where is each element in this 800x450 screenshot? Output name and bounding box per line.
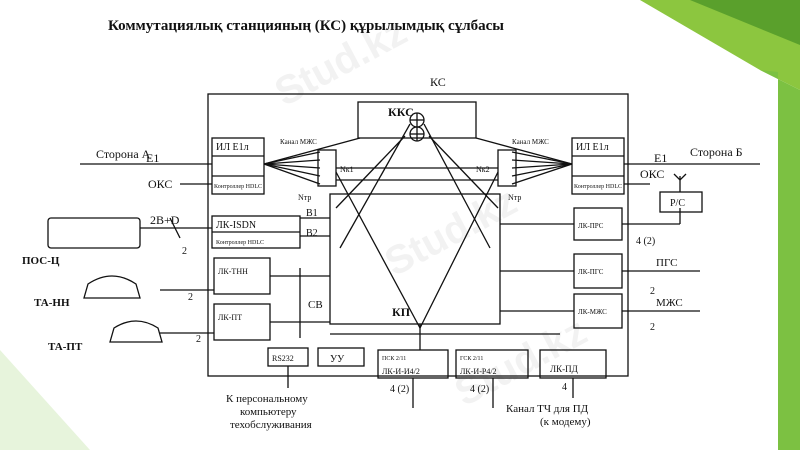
station-block-diagram: КС ККС КП Сторона А Сторона Б E1 E1 ОКС … bbox=[22, 75, 760, 431]
lk-pd-label: ЛК-ПД bbox=[550, 364, 578, 374]
il-e1-left bbox=[211, 137, 265, 195]
pd-note-line2: (к модему) bbox=[540, 416, 591, 428]
pc-note-line1: К персональному bbox=[226, 393, 308, 405]
lk-pt-block bbox=[213, 303, 271, 341]
oks-left-label: ОКС bbox=[148, 177, 172, 191]
b1-label: B1 bbox=[306, 208, 318, 219]
pc-note-line3: техобслуживания bbox=[230, 419, 312, 431]
side-b-label: Сторона Б bbox=[690, 145, 743, 159]
rs232-label: RS232 bbox=[272, 354, 294, 363]
oks-right-label: ОКС bbox=[640, 167, 664, 181]
ntr-left-label: Nтр bbox=[298, 193, 311, 202]
lk-isdn-label: ЛК-ISDN bbox=[216, 220, 256, 231]
kks-label: ККС bbox=[388, 105, 414, 119]
il-e1-right bbox=[571, 137, 625, 195]
station-frame bbox=[207, 93, 629, 377]
ntr-right-label: Nтр bbox=[508, 193, 521, 202]
side-a-label: Сторона А bbox=[96, 147, 151, 161]
pd-note-line1: Канал ТЧ для ПД bbox=[506, 403, 589, 415]
mzhs-label: МЖС bbox=[656, 297, 683, 309]
hdlc-left-label: Контроллер HDLC bbox=[214, 184, 262, 190]
slide-title: Коммутациялық станцияның (КС) құрылымдық… bbox=[108, 18, 504, 34]
psk-left-label: ПСК 2/11 bbox=[382, 356, 406, 362]
pos-c-terminal bbox=[47, 217, 141, 249]
hdlc-isdn-label: Контроллер HDLC bbox=[216, 240, 264, 246]
lk-pt-label: ЛК-ПТ bbox=[218, 313, 242, 322]
rs-label: Р/С bbox=[670, 198, 685, 209]
four-two-label: 4 (2) bbox=[636, 236, 655, 247]
lk-i-r4-label: ЛК-И-Р4/2 bbox=[460, 367, 497, 376]
lk-tnn-block bbox=[213, 257, 271, 295]
psk-right-label: ГСК 2/11 bbox=[460, 356, 483, 362]
two-label: 2 bbox=[182, 246, 187, 257]
lk-i-i4-label: ЛК-И-И4/2 bbox=[382, 367, 420, 376]
four-two-label: 4 (2) bbox=[470, 384, 489, 395]
ta-pt-phone bbox=[109, 320, 163, 343]
il-left-label: ИЛ Е1л bbox=[216, 142, 249, 153]
ta-pt-label: ТА-ПТ bbox=[48, 341, 83, 353]
four-label: 4 bbox=[562, 382, 567, 393]
switch-field bbox=[329, 193, 501, 325]
pgs-label: ПГС bbox=[656, 257, 678, 269]
pc-note-line2: компьютеру bbox=[240, 406, 297, 418]
ta-nn-label: ТА-НН bbox=[34, 297, 70, 309]
station-label: КС bbox=[430, 75, 446, 89]
nk1-label: Nк1 bbox=[340, 165, 354, 174]
lk-prs-label: ЛК-ПРС bbox=[578, 222, 604, 230]
b2-label: B2 bbox=[306, 228, 318, 239]
two-label: 2 bbox=[650, 322, 655, 333]
two-label: 2 bbox=[188, 292, 193, 303]
cb-label: СВ bbox=[308, 299, 323, 311]
lk-pgs-label: ЛК-ПГС bbox=[578, 268, 604, 276]
e1-right-label: E1 bbox=[654, 151, 667, 165]
uu-block bbox=[317, 347, 365, 367]
uu-label: УУ bbox=[330, 354, 345, 365]
four-two-label: 4 (2) bbox=[390, 384, 409, 395]
two-label: 2 bbox=[196, 334, 201, 345]
rs-block bbox=[659, 191, 703, 213]
hdlc-right-label: Контроллер HDLC bbox=[574, 184, 622, 190]
e1-left-label: E1 bbox=[146, 151, 159, 165]
two-label: 2 bbox=[650, 286, 655, 297]
nk1-group bbox=[317, 149, 337, 187]
lk-i-r4-block bbox=[455, 349, 529, 379]
iface-2bd-label: 2B+D bbox=[150, 213, 180, 227]
il-right-label: ИЛ Е1л bbox=[576, 142, 609, 153]
channel-left-label: Канал МЖС bbox=[280, 138, 317, 146]
pos-c-label: ПОС-Ц bbox=[22, 255, 60, 267]
lk-mzhs-label: ЛК-МЖС bbox=[578, 308, 607, 316]
kp-label: КП bbox=[392, 305, 411, 319]
nk2-label: Nк2 bbox=[476, 165, 490, 174]
channel-right-label: Канал МЖС bbox=[512, 138, 549, 146]
ta-nn-phone bbox=[83, 275, 141, 299]
lk-tnn-label: ЛК-ТНН bbox=[218, 267, 248, 276]
